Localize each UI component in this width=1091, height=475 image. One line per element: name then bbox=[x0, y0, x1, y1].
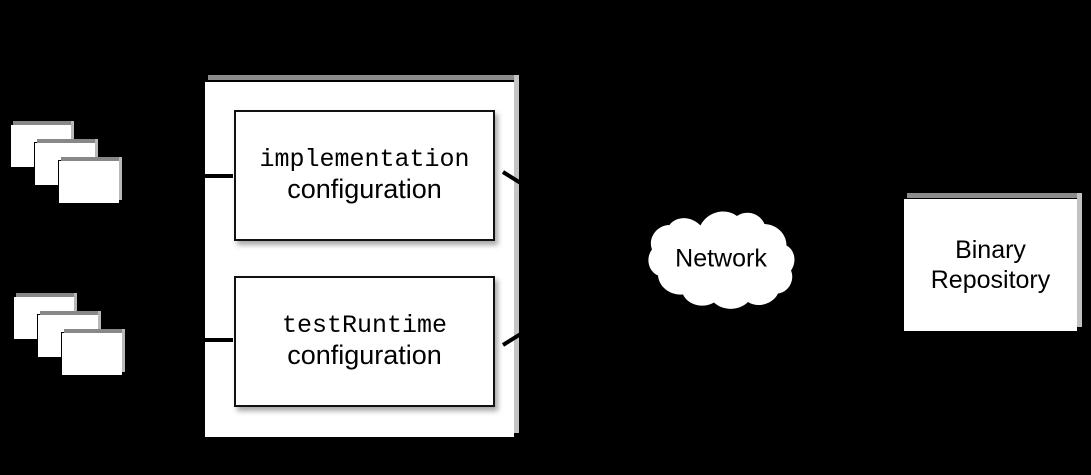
configuration-name-implementation: implementation bbox=[259, 145, 470, 175]
repository-label-line1: Binary bbox=[955, 236, 1026, 264]
source-stack-testruntime bbox=[13, 293, 125, 376]
source-sheet bbox=[58, 157, 122, 204]
connector-stub-testruntime-in bbox=[205, 338, 233, 342]
source-sheet bbox=[61, 329, 125, 376]
configuration-type-implementation: configuration bbox=[287, 174, 442, 205]
repository-label-line2: Repository bbox=[930, 266, 1051, 294]
configuration-box-testruntime[interactable]: testRuntime configuration bbox=[234, 276, 495, 407]
cloud-icon bbox=[648, 211, 795, 309]
configuration-box-implementation[interactable]: implementation configuration bbox=[234, 110, 495, 241]
connector-stub-implementation-in bbox=[205, 174, 233, 178]
binary-repository-box[interactable]: Binary Repository bbox=[903, 193, 1082, 332]
source-stack-implementation bbox=[10, 121, 122, 204]
configuration-type-testruntime: configuration bbox=[287, 340, 442, 371]
network-cloud: Network bbox=[645, 205, 797, 313]
configuration-name-testruntime: testRuntime bbox=[281, 311, 448, 341]
project-container: implementation configuration testRuntime… bbox=[203, 75, 519, 439]
